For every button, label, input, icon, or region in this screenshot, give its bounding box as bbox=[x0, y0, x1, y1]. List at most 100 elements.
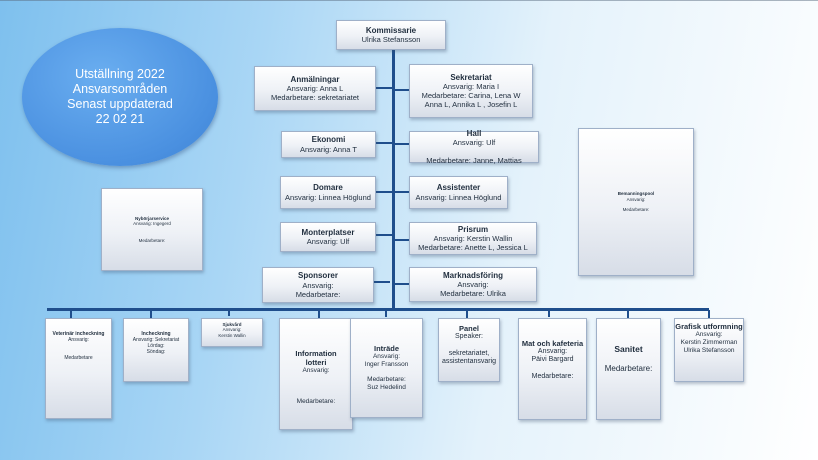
box-title: Domare bbox=[313, 183, 343, 193]
left-connector bbox=[376, 191, 392, 193]
box-title: Inträde bbox=[373, 344, 399, 353]
box-line: Medarbetare: bbox=[295, 289, 341, 299]
header-line-4: 22 02 21 bbox=[95, 112, 145, 126]
box-line: Medarbetare: Anette L, Jessica L bbox=[418, 243, 528, 253]
box-title: Mat och kafeteria bbox=[521, 339, 584, 348]
box-line: Medarbetare bbox=[64, 355, 93, 361]
right-connector bbox=[395, 283, 409, 285]
box-title: Hall bbox=[466, 128, 482, 138]
box-line bbox=[280, 375, 352, 383]
box-line bbox=[351, 369, 422, 377]
box-line: Ansvarig: Linnea Höglund bbox=[285, 192, 371, 202]
right-connector bbox=[395, 143, 409, 145]
box-sanitet: Sanitet Medarbetare: bbox=[596, 318, 661, 420]
box-line: Medarbetare: bbox=[367, 376, 406, 384]
box-line: Ulrika Stefansson bbox=[361, 35, 421, 45]
box-line bbox=[519, 365, 586, 373]
box-line: Ansvarig: Maria I bbox=[442, 82, 500, 92]
box-line: assistentansvarig bbox=[441, 358, 497, 366]
box-line: Ansvarig: bbox=[695, 331, 723, 338]
box-line: Ansvarig: Anna T bbox=[300, 144, 357, 154]
box-line: Söndag: bbox=[146, 349, 166, 355]
box-line: Medarbetare: Carina, Lena W bbox=[421, 91, 521, 101]
box-title: Bemanningspool bbox=[617, 191, 655, 197]
box-title: Panel bbox=[458, 324, 479, 333]
box-title: Assistenter bbox=[436, 183, 481, 193]
drop-connector bbox=[627, 310, 629, 319]
box-title: Ekonomi bbox=[311, 135, 346, 145]
box-line: Medarbetare: bbox=[138, 237, 166, 243]
drop-connector bbox=[466, 310, 468, 318]
box-title: Grafisk utformning bbox=[675, 322, 743, 331]
box-line: Lördag: bbox=[147, 343, 165, 349]
box-line: Ansvarig: Linnea Höglund bbox=[415, 192, 502, 202]
drop-connector bbox=[385, 310, 387, 317]
drop-connector bbox=[708, 310, 710, 318]
box-title: Marknadsföring bbox=[442, 270, 503, 280]
box-line: Ansvarig: bbox=[222, 327, 242, 333]
left-connector bbox=[376, 87, 392, 89]
box-line: sekretariatet, bbox=[448, 349, 490, 357]
box-line: Ulrika Stefansson bbox=[683, 346, 735, 354]
box-title: Sekretariat bbox=[450, 72, 492, 82]
box-title: Incheckning bbox=[141, 331, 171, 337]
box-line: Ansvarig: Ulf bbox=[306, 237, 350, 247]
box-line: Ansvarig: bbox=[68, 337, 89, 343]
box-line: Ansvarig: Kerstin Wallin bbox=[433, 234, 513, 244]
drop-connector bbox=[548, 310, 550, 317]
box-line: Ansvarig: Sekretariat bbox=[132, 337, 180, 343]
drop-connector bbox=[150, 310, 152, 318]
box-line: Kerstin Zimmerman bbox=[680, 338, 738, 346]
box-line: Suz Hedelind bbox=[367, 384, 406, 392]
box-line bbox=[410, 147, 538, 156]
box-line bbox=[280, 390, 352, 398]
header-ellipse: Utställning 2022 Ansvarsområden Senast u… bbox=[22, 28, 218, 166]
box-line: Medarbetare: sekretariatet bbox=[271, 93, 359, 103]
box-line: Anna L, Annika L , Josefin L bbox=[424, 100, 518, 110]
box-line: Ansvarig: bbox=[302, 367, 330, 374]
box-line: Ansvarig: bbox=[457, 280, 489, 290]
box-title: Nybörjarservice bbox=[134, 216, 170, 222]
trunk-line bbox=[392, 50, 395, 310]
box-title: Sanitet bbox=[614, 344, 643, 354]
box-line: Medarbetare: bbox=[622, 207, 650, 213]
box-line: Medarbetare: bbox=[531, 373, 574, 381]
box-line: Inger Fransson bbox=[364, 360, 409, 368]
drop-connector bbox=[228, 310, 230, 316]
box-line: Kerstin Wallin bbox=[218, 332, 246, 338]
left-connector bbox=[376, 142, 392, 144]
box-line: Medarbetare: Janne, Mattias bbox=[426, 156, 522, 166]
left-connector bbox=[376, 234, 392, 236]
box-line: Ansvarig: Anna L bbox=[286, 84, 344, 94]
box-line: Ansvarig: bbox=[537, 348, 568, 355]
right-connector bbox=[395, 191, 409, 193]
box-line: Medarbetare: bbox=[604, 363, 653, 373]
box-title: Sjukvård bbox=[222, 322, 242, 327]
box-line: Ansvarig: bbox=[372, 353, 401, 360]
box-line: Ansvarig: bbox=[626, 196, 646, 202]
right-connector bbox=[395, 89, 409, 91]
right-connector bbox=[395, 239, 409, 241]
box-title: Kommissarie bbox=[365, 25, 417, 35]
box-title: Information bbox=[295, 349, 337, 358]
box-title: Prisrum bbox=[457, 224, 489, 234]
